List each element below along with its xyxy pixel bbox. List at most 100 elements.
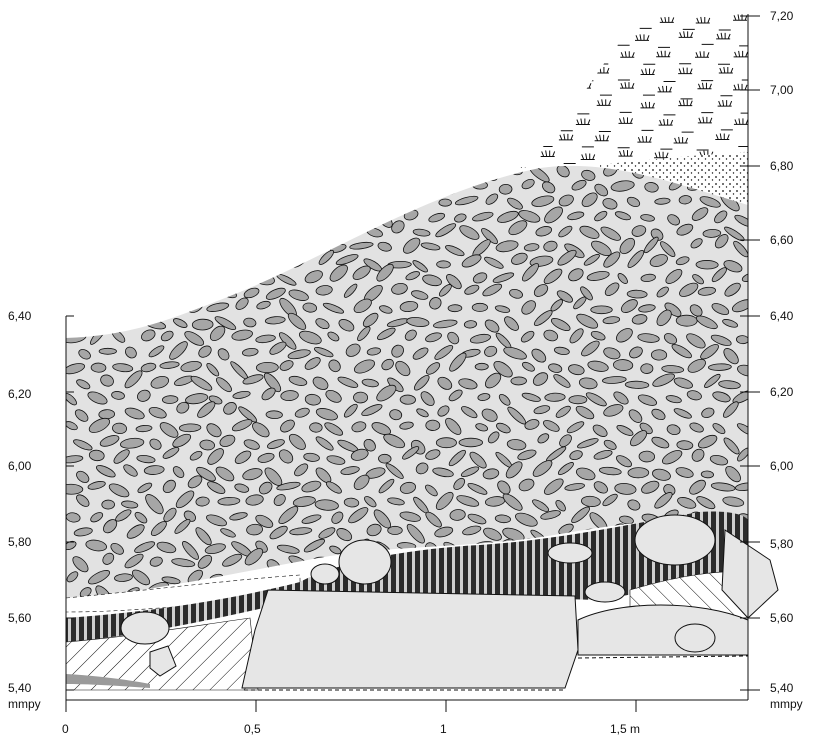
pebble [558,225,573,238]
pebble [498,394,511,406]
pebble [399,301,419,313]
grass-symbol [716,32,731,40]
pebble [718,380,741,390]
pebble [182,541,199,560]
pebble [504,316,519,331]
pebble [126,222,146,240]
pebble [220,528,236,538]
pebble [353,359,375,374]
pebble [206,514,227,527]
right-tick-label: 6,40 [770,309,794,323]
pebble [660,241,676,257]
grass-symbol [733,50,748,58]
pebble [195,527,212,546]
pebble [494,514,511,524]
sand-lens [600,152,748,205]
pebble [150,521,167,537]
pebble [108,483,130,498]
pebble [640,214,655,222]
pebble [76,470,90,483]
pebble [111,391,125,400]
pebble [420,242,441,251]
pebble [425,449,441,460]
pebble [469,333,491,344]
pebble [686,390,702,401]
pebble [314,499,339,511]
pebble [150,375,170,389]
pebble [413,166,435,178]
pebble [376,384,397,402]
pebble [666,424,681,436]
pebble [99,286,117,300]
grass-symbol [594,32,610,39]
pebble [66,571,79,583]
pebble [411,290,429,300]
pebble [352,265,371,280]
pebble [364,496,377,508]
pebble [425,419,441,431]
pebble [447,331,460,345]
grass-symbol [718,66,734,74]
pebble [288,375,308,386]
pebble [640,363,654,374]
pebble [75,283,95,303]
pebble [86,302,111,313]
pebble [502,493,523,511]
pebble [555,500,566,512]
left-tick-label: 5,80 [8,535,32,549]
pebble [557,462,574,476]
pebble [385,463,404,479]
pebble [523,243,540,252]
pebble [429,297,442,310]
pebble [510,376,527,386]
pebble [222,553,243,567]
pebble [389,409,403,421]
pebble [279,208,299,220]
pebble [223,165,242,176]
pebble [437,376,453,390]
pebble [209,325,226,342]
pebble [515,512,538,527]
grass-symbol [656,50,671,58]
pebble [585,392,607,407]
grass-symbol [733,14,748,21]
pebble [312,376,329,390]
grass-symbol [616,15,632,22]
pebble [267,439,285,449]
pebble [74,197,97,207]
pebble [113,449,130,464]
pebble [149,438,162,450]
pebble [503,346,527,360]
pebble [573,296,587,310]
pebble [461,254,482,268]
pebble [594,210,608,222]
pebble [420,391,435,406]
pebble [593,450,613,460]
pebble [474,362,489,371]
pebble [458,378,478,390]
grass-symbol [640,101,655,109]
grass-symbol [580,153,596,160]
pebble [264,316,286,325]
pebble [603,404,624,417]
pebble [66,212,83,225]
pebble [537,433,550,444]
pebble [197,288,212,300]
pebble [103,519,118,534]
pebble [575,405,595,420]
pebble [472,180,488,190]
pebble [579,225,600,239]
stones [120,514,779,689]
pebble [661,365,685,374]
pebble [110,542,124,555]
pebble [402,446,420,460]
pebble [234,450,252,464]
pebble [602,316,621,325]
pebble [227,271,250,283]
pebble [171,558,196,568]
grass-symbol [540,150,556,157]
pebble [187,475,203,489]
pebble [353,474,370,490]
pebble [280,390,299,402]
pebble [190,375,213,391]
